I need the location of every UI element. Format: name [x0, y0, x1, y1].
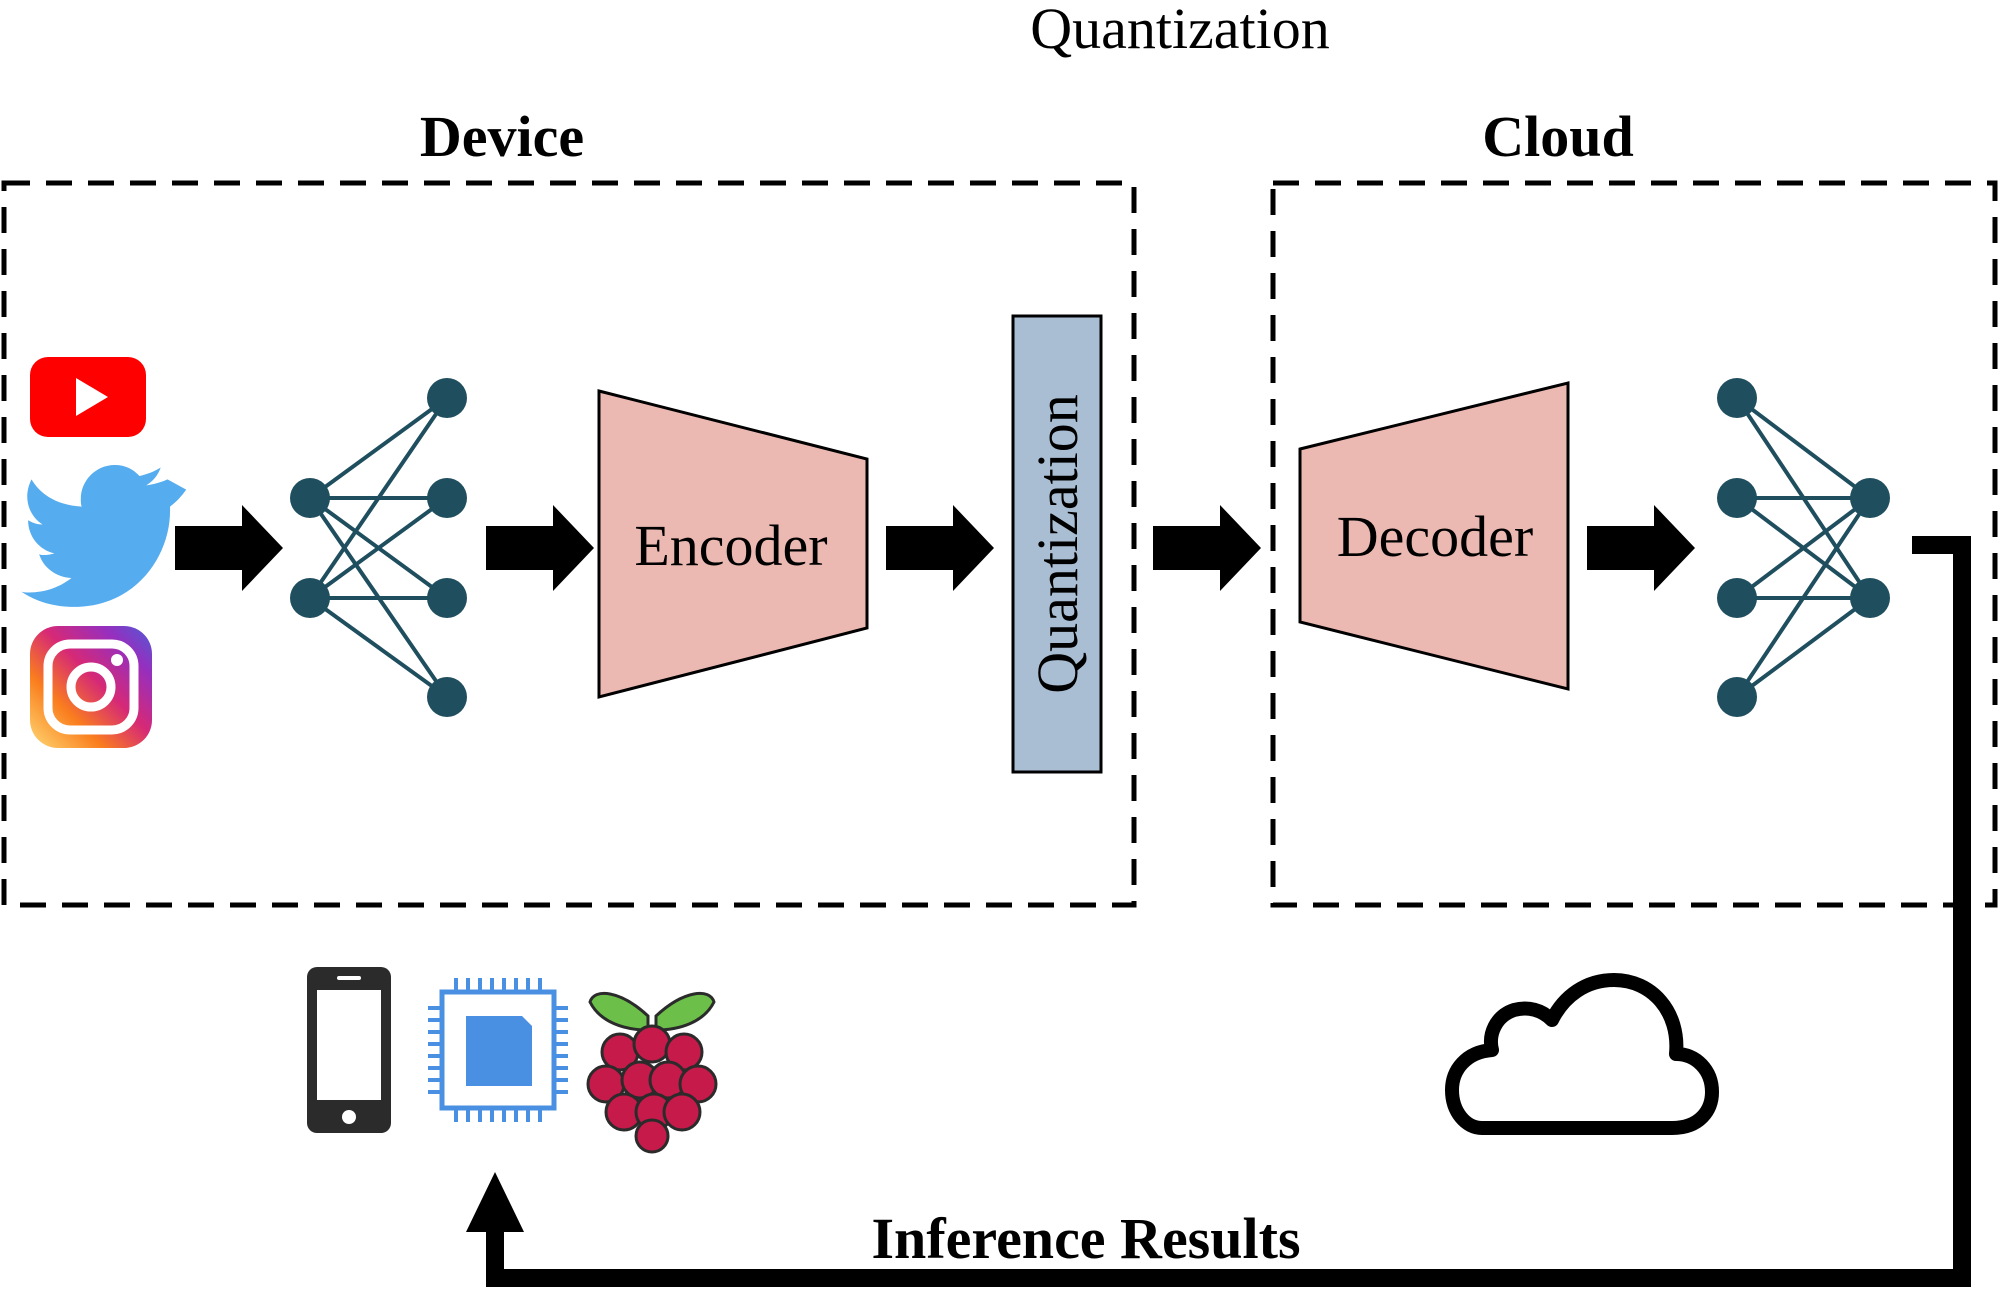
- decoder-block: [1298, 381, 1570, 691]
- output-neural-network: [1717, 378, 1890, 717]
- nn-node: [427, 378, 467, 418]
- nn-node: [1850, 478, 1890, 518]
- decoder-label: Decoder: [1337, 504, 1533, 569]
- encoder-label: Encoder: [634, 513, 827, 578]
- arrow-encoder-to-quantization: [886, 505, 994, 591]
- twitter-logo: [21, 464, 187, 607]
- nn-node: [1717, 578, 1757, 618]
- arrow-nn-to-encoder: [486, 505, 594, 591]
- cloud-icon: [1445, 973, 1719, 1135]
- cloud-boundary: [1270, 180, 1998, 908]
- feedback-path: [486, 536, 1971, 1287]
- instagram-logo: [30, 626, 152, 748]
- device-title: Device: [420, 104, 584, 169]
- raspberry-pi-icon: [586, 992, 718, 1154]
- smartphone-icon: [307, 967, 391, 1133]
- encoder-block: [597, 389, 869, 699]
- nn-node: [427, 578, 467, 618]
- nn-node: [1717, 677, 1757, 717]
- nn-node: [290, 478, 330, 518]
- feedback-arrowhead: [466, 1172, 524, 1232]
- arrow-decoder-to-nn: [1587, 505, 1695, 591]
- nn-node: [427, 478, 467, 518]
- device-boundary: [1, 180, 1137, 908]
- cloud-title: Cloud: [1482, 104, 1634, 169]
- inference-results-label: Inference Results: [871, 1206, 1300, 1271]
- nn-node: [1850, 578, 1890, 618]
- nn-node: [290, 578, 330, 618]
- arrow-quantization-to-decoder: [1153, 505, 1261, 591]
- nn-node: [1717, 378, 1757, 418]
- quantization-label: Quantization: [1025, 394, 1090, 694]
- arrow-inputs-to-nn: [175, 505, 283, 591]
- nn-node: [427, 677, 467, 717]
- microchip-icon: [428, 978, 568, 1122]
- top-quantization-label: Quantization: [1030, 0, 1330, 61]
- input-neural-network: [290, 378, 467, 717]
- nn-node: [1717, 478, 1757, 518]
- youtube-logo: [30, 357, 146, 437]
- quantization-block: [1011, 314, 1103, 774]
